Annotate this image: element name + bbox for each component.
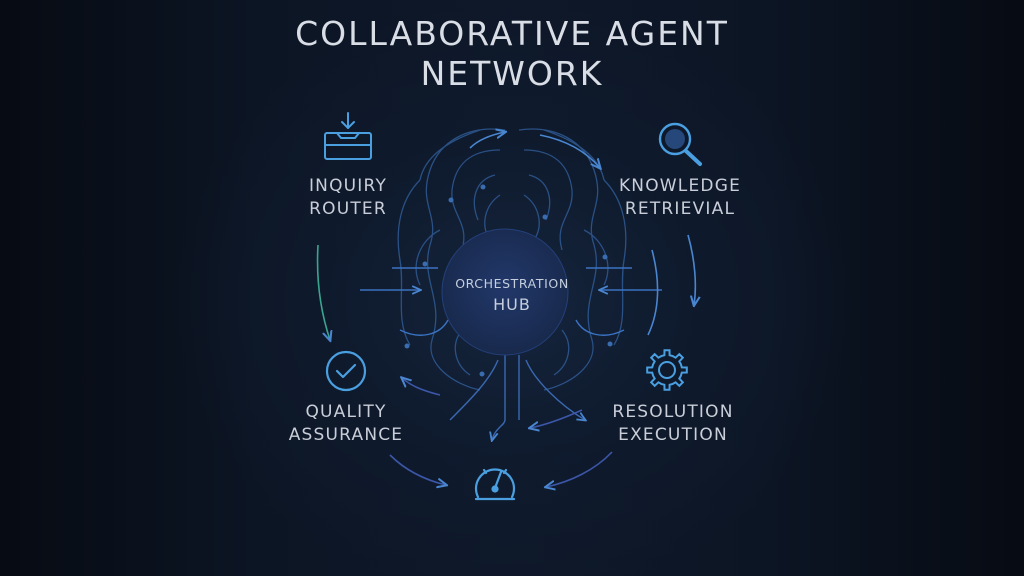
- node-inquiry-router[interactable]: INQUIRY ROUTER: [268, 175, 428, 221]
- node-label-line-1: RESOLUTION: [612, 402, 734, 422]
- check-circle-icon: [325, 350, 367, 392]
- hub-label-line-2: HUB: [493, 295, 531, 314]
- node-label-line-2: EXECUTION: [618, 425, 728, 445]
- hub-label-line-1: ORCHESTRATION: [455, 276, 569, 291]
- node-label-line-1: KNOWLEDGE: [618, 176, 742, 196]
- speedometer-icon: [474, 468, 516, 501]
- orchestration-hub[interactable]: [441, 228, 569, 356]
- node-label-line-2: RETRIEVIAL: [624, 199, 736, 219]
- outer-ring: [316, 132, 696, 487]
- node-label-line-1: INQUIRY: [308, 176, 388, 196]
- node-knowledge-retrieval[interactable]: KNOWLEDGE RETRIEVIAL: [600, 175, 760, 221]
- node-quality-assurance[interactable]: QUALITY ASSURANCE: [266, 401, 426, 447]
- hub-connectors: [360, 267, 662, 336]
- node-resolution-execution[interactable]: RESOLUTION EXECUTION: [593, 401, 753, 447]
- stem-lines: [449, 355, 585, 440]
- circuit-lines: [397, 128, 627, 391]
- gear-icon: [646, 349, 688, 391]
- node-label-line-1: QUALITY: [305, 402, 387, 422]
- node-label-line-2: ASSURANCE: [288, 425, 404, 445]
- title-line-1: COLLABORATIVE AGENT: [295, 14, 729, 53]
- title-line-2: NETWORK: [420, 54, 604, 93]
- node-label-line-2: ROUTER: [309, 199, 387, 219]
- inbox-download-icon: [324, 112, 372, 160]
- magnifier-icon: [658, 122, 702, 166]
